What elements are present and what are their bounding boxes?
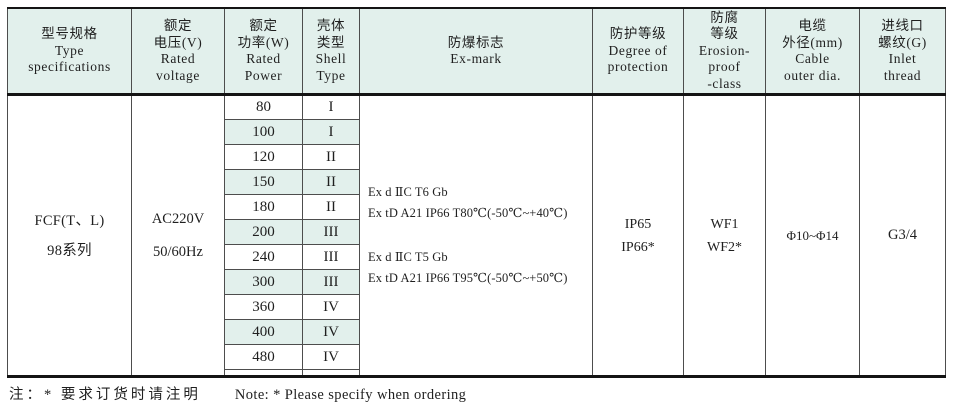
footnote-chinese: 注：* 要求订货时请注明 [9, 387, 201, 403]
shell-type-cell: I [302, 94, 360, 120]
shell-type-cell: III [302, 244, 360, 270]
shell-type-cell: IV [302, 344, 360, 370]
power-cell: 300 [224, 269, 303, 295]
header-row: 型号规格 Type specifications 额定 电压(V) Rated … [7, 7, 946, 96]
inlet-cell: G3/4 [859, 94, 946, 377]
shell-type-cell: II [302, 194, 360, 220]
shell-type-cell: IV [302, 319, 360, 345]
header-ex-mark: 防爆标志 Ex-mark [359, 7, 593, 96]
power-cell: 240 [224, 244, 303, 270]
footnote-english: Note: * Please specify when ordering [234, 387, 467, 403]
header-type-specifications: 型号规格 Type specifications [7, 7, 132, 96]
table-row: 200 III [8, 219, 946, 245]
protection-cell: IP65 IP66* [592, 94, 684, 377]
power-cell: 480 [224, 344, 303, 370]
header-shell-type: 壳体 类型 Shell Type [302, 7, 360, 96]
filler-cell [224, 369, 303, 377]
shell-type-cell: III [302, 219, 360, 245]
erosion-text: WF1 WF2* [707, 216, 742, 255]
ex-mark-block-t5: Ex d ⅡC T5 Gb Ex tD A21 IP66 T95℃(-50℃~+… [368, 250, 568, 285]
erosion-cell: WF1 WF2* [683, 94, 766, 377]
footnote: 注：* 要求订货时请注明 Note: * Please specify when… [9, 385, 466, 405]
header-label: 防护等级 Degree of protection [607, 26, 669, 75]
header-label: 防腐 等级 Erosion- proof -class [698, 9, 751, 91]
voltage-text: AC220V 50/60Hz [151, 210, 205, 260]
model-cell: FCF(T、L) 98系列 [7, 94, 132, 377]
header-label: 防爆标志 Ex-mark [447, 34, 505, 67]
header-label: 电缆 外径(mm) Cable outer dia. [782, 18, 843, 83]
shell-type-cell: III [302, 269, 360, 295]
power-cell: 180 [224, 194, 303, 220]
ex-mark-block-t6: Ex d ⅡC T6 Gb Ex tD A21 IP66 T80℃(-50℃~+… [368, 185, 568, 220]
spec-table: 型号规格 Type specifications 额定 电压(V) Rated … [7, 7, 946, 378]
power-cell: 80 [224, 94, 303, 120]
power-cell: 100 [224, 119, 303, 145]
header-rated-voltage: 额定 电压(V) Rated voltage [131, 7, 225, 96]
model-text: FCF(T、L) 98系列 [34, 212, 105, 259]
filler-cell [302, 369, 360, 377]
table-row: 240 III [8, 244, 946, 270]
table-row: 480 IV [8, 344, 946, 370]
ex-mark-content: Ex d ⅡC T6 Gb Ex tD A21 IP66 T80℃(-50℃~+… [360, 182, 592, 289]
shell-type-cell: I [302, 119, 360, 145]
header-degree-of-protection: 防护等级 Degree of protection [592, 7, 684, 96]
header-cable-outer-dia: 电缆 外径(mm) Cable outer dia. [765, 7, 860, 96]
shell-type-cell: IV [302, 294, 360, 320]
ex-mark-cell: Ex d ⅡC T6 Gb Ex tD A21 IP66 T80℃(-50℃~+… [359, 94, 593, 377]
power-cell: 360 [224, 294, 303, 320]
header-label: 额定 功率(W) Rated Power [237, 18, 290, 83]
power-cell: 400 [224, 319, 303, 345]
cable-cell: Φ10~Φ14 [765, 94, 860, 377]
header-label: 额定 电压(V) Rated voltage [153, 18, 203, 83]
table-row: FCF(T、L) 98系列 AC220V 50/60Hz 80 I Ex d Ⅱ… [7, 94, 946, 377]
protection-text: IP65 IP66* [621, 216, 655, 255]
voltage-cell: AC220V 50/60Hz [131, 94, 225, 377]
table-row: 360 IV [8, 294, 946, 320]
header-label: 壳体 类型 Shell Type [315, 18, 347, 83]
table-row: 100 I [8, 119, 946, 145]
filler-row [8, 369, 946, 377]
power-cell: 120 [224, 144, 303, 170]
header-erosion-proof-class: 防腐 等级 Erosion- proof -class [683, 7, 766, 96]
power-cell: 150 [224, 169, 303, 195]
shell-type-cell: II [302, 144, 360, 170]
header-label: 进线口 螺纹(G) Inlet thread [878, 18, 927, 83]
header-rated-power: 额定 功率(W) Rated Power [224, 7, 303, 96]
header-inlet-thread: 进线口 螺纹(G) Inlet thread [859, 7, 946, 96]
shell-type-cell: II [302, 169, 360, 195]
header-label: 型号规格 Type specifications [28, 26, 111, 75]
table-row: 400 IV [8, 319, 946, 345]
power-cell: 200 [224, 219, 303, 245]
table-row: 300 III [8, 269, 946, 295]
table-row: 150 II [8, 169, 946, 195]
